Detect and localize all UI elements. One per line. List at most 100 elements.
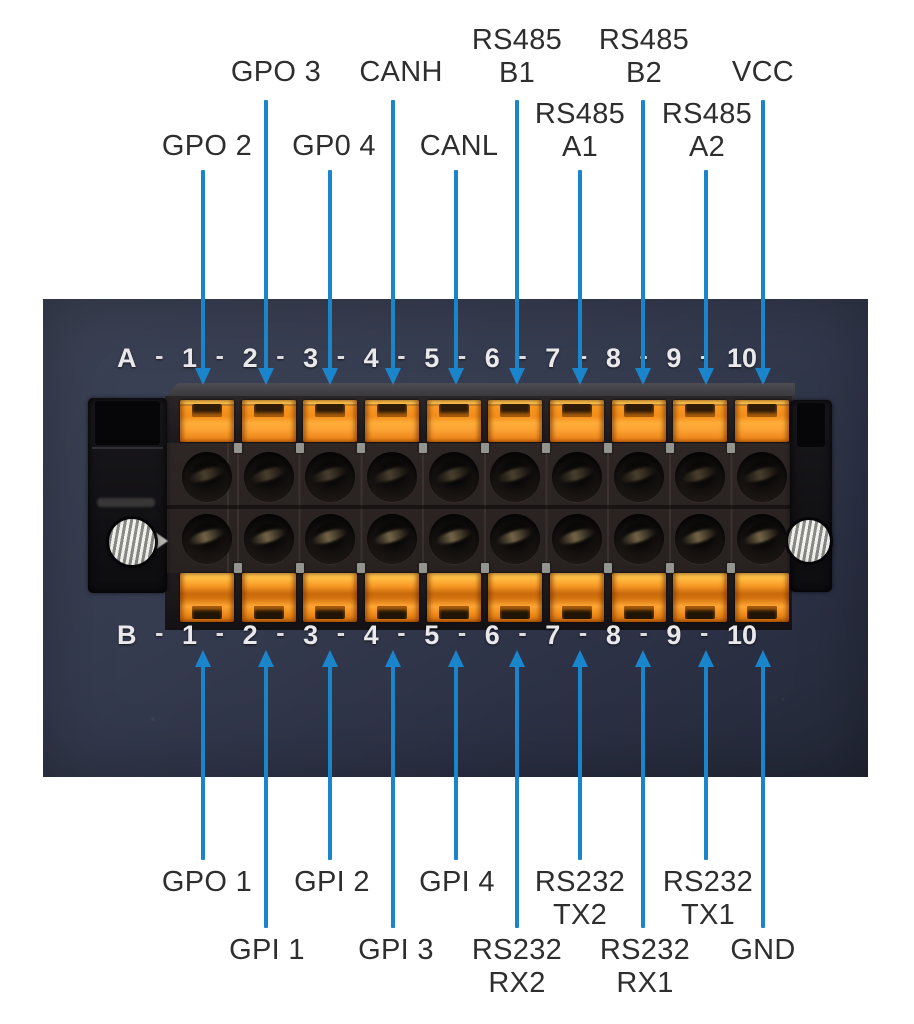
pin-label-b1: GPO 1 [161,866,253,898]
pin-label-a9: RS485 A2 [661,98,753,163]
arrowhead-up-icon [509,650,525,667]
header-dash: - [639,618,648,647]
arrow-line-b4 [391,666,395,928]
arrowhead-up-icon [258,650,274,667]
wire-hole-2-4 [367,514,417,564]
row-a-index-strip: A-1-2-3-4-5-6-7-8-9-10 [117,341,757,373]
clamp-b5 [427,573,481,622]
header-char-1: 1 [182,342,198,373]
clamp-b6 [488,573,542,622]
latch-tab-bottom [234,563,242,573]
header-dash: - [215,341,224,370]
header-char-6: 6 [484,342,500,373]
arrowhead-up-icon [385,650,401,667]
pin-label-b5: GPI 4 [419,866,495,898]
mounting-flange-right [790,400,832,592]
pin-label-b9: RS232 TX1 [662,866,754,931]
header-dash: - [578,341,588,370]
clamp-a6 [488,400,542,442]
arrow-line-b8 [641,666,645,928]
arrowhead-down-icon [509,368,525,385]
pin-label-a1: GPO 2 [161,130,253,162]
arrowhead-down-icon [448,368,464,385]
clamp-a1 [180,400,234,442]
pin-label-a4: CANH [359,56,443,88]
flange-slot [95,401,160,445]
arrow-line-b2 [264,666,268,928]
wire-hole-1-3 [305,452,355,502]
arrowhead-up-icon [322,650,338,667]
pin-label-b4: GPI 3 [358,934,434,966]
screw-right-icon [788,520,830,562]
header-dash: - [215,618,224,647]
clamp-b3 [303,573,357,622]
clamp-a4 [365,400,419,442]
arrow-line-a7 [578,170,582,369]
arrow-line-b5 [454,666,458,860]
arrow-line-a10 [761,100,765,369]
arrow-line-a3 [328,170,332,369]
arrow-line-a8 [641,100,645,369]
clamp-b1 [180,573,234,622]
header-char-b: B [117,619,137,650]
row-b-index-strip: B-1-2-3-4-5-6-7-8-9-10 [117,618,757,650]
pin-label-b10: GND [730,934,796,966]
wire-hole-1-8 [614,452,664,502]
header-char-4: 4 [363,619,379,650]
pin-label-b6: RS232 RX2 [471,934,563,999]
wire-hole-2-2 [244,514,294,564]
header-char-5: 5 [424,342,440,373]
header-char-9: 9 [666,342,682,373]
pin-label-a6: RS485 B1 [471,24,563,89]
flange-seam [92,447,163,449]
wire-hole-1-2 [244,452,294,502]
wire-hole-2-5 [429,514,479,564]
latch-tab-top [234,443,242,453]
arrow-line-b7 [578,666,582,860]
clamp-a5 [427,400,481,442]
header-char-a: A [117,342,137,373]
header-char-10: 10 [726,342,757,373]
wire-hole-2-10 [737,514,787,564]
header-char-10: 10 [726,619,757,650]
header-dash: - [700,618,709,647]
latch-tab-bottom [357,563,365,573]
connector-top-lip [162,383,795,400]
header-dash: - [155,341,164,370]
latch-tab-bottom [542,563,550,573]
arrowhead-down-icon [385,368,401,385]
latch-tab-top [419,443,427,453]
arrowhead-down-icon [322,368,338,385]
pin-label-a3: GP0 4 [292,130,376,162]
latch-tab-top [295,443,304,453]
header-char-7: 7 [545,619,561,650]
latch-tab-top [665,443,674,453]
wire-hole-2-1 [182,514,232,564]
screw-shaft-tip [155,532,168,550]
wire-hole-2-7 [552,514,602,564]
clamp-b2 [242,573,296,622]
header-dash: - [457,618,467,647]
arrowhead-down-icon [755,368,771,385]
header-dash: - [397,341,406,370]
header-char-5: 5 [424,619,440,650]
header-char-4: 4 [363,342,379,373]
pin-label-b7: RS232 TX2 [534,866,626,931]
clamp-b10 [735,573,789,622]
header-char-8: 8 [605,619,621,650]
wire-hole-2-8 [614,514,664,564]
wire-hole-1-4 [367,452,417,502]
header-dash: - [457,341,467,370]
arrow-line-b3 [328,666,332,860]
wire-hole-1-1 [182,452,232,502]
header-char-1: 1 [182,619,198,650]
latch-tab-top [604,443,612,453]
arrow-line-a2 [264,100,268,369]
wire-hole-2-9 [675,514,725,564]
arrow-line-b10 [761,666,765,928]
pin-label-b2: GPI 1 [229,934,305,966]
arrowhead-up-icon [195,650,211,667]
pin-label-a8: RS485 B2 [598,24,690,89]
wire-hole-1-9 [675,452,725,502]
